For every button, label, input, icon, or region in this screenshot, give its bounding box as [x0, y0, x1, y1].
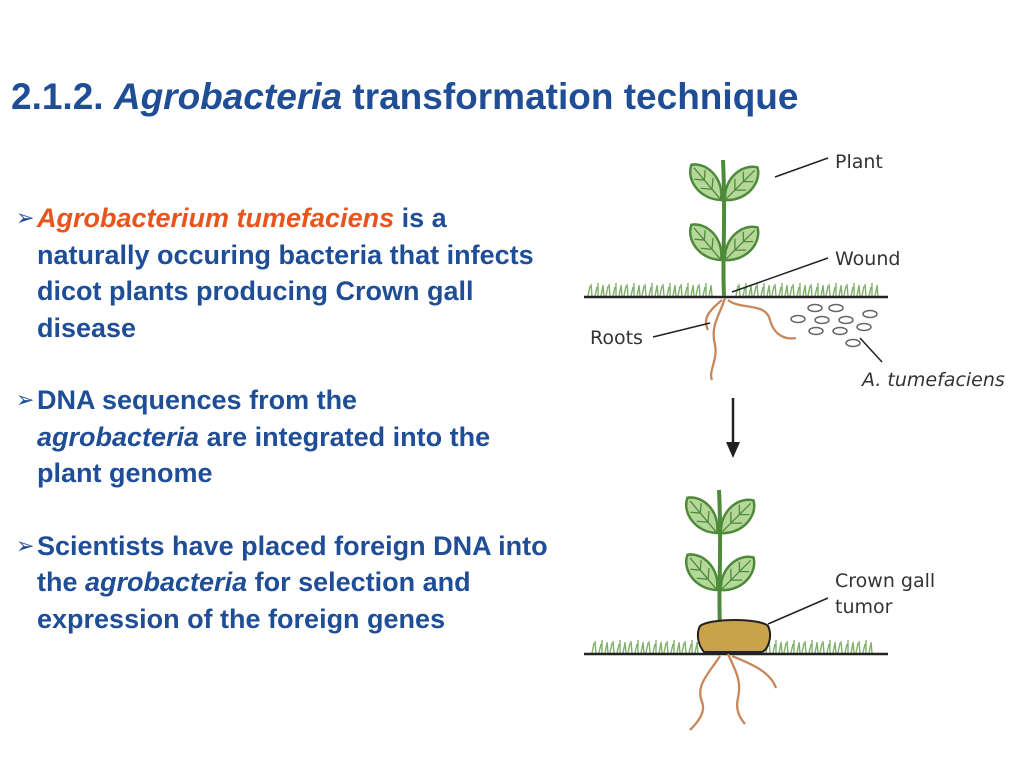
label-wound: Wound — [835, 248, 900, 270]
stem — [721, 159, 727, 297]
bacteria-cells — [790, 303, 878, 348]
healthy-plant: Plant Wound Roots A. tumefaciens — [584, 151, 1005, 391]
label-roots: Roots — [590, 327, 643, 349]
bullet-list: ➢ Agrobacterium tumefaciens is a natural… — [16, 200, 556, 673]
crown-gall-tumor — [696, 619, 772, 653]
arrow-bullet-icon: ➢ — [16, 205, 35, 230]
label-crown-gall: Crown gall — [835, 570, 935, 592]
bullet-item-1: ➢ Agrobacterium tumefaciens is a natural… — [16, 200, 557, 346]
grass — [587, 282, 879, 297]
roots — [689, 653, 778, 731]
bullet-item-2: ➢ DNA sequences from the agrobacteria ar… — [16, 382, 507, 492]
bullet-text-end: for selection and expression of the fore… — [37, 567, 471, 634]
roots — [704, 297, 797, 381]
arrow-bullet-icon: ➢ — [16, 387, 35, 412]
bullet-item-3: ➢ Scientists have placed foreign DNA int… — [16, 528, 557, 638]
infected-plant: Crown gall tumor — [584, 489, 935, 731]
bullet-text: is a naturally occuring bacteria that in… — [37, 203, 534, 343]
title-number: 2.1.2. — [11, 76, 104, 117]
leader-lines — [652, 157, 883, 363]
bullet-text: Scientists have placed foreign DNA into … — [37, 530, 548, 598]
agrobacterium-diagram: Plant Wound Roots A. tumefaciens Crown g… — [584, 151, 1005, 731]
transition-arrow — [726, 398, 740, 458]
bullet-highlight: Agrobacterium tumefaciens — [37, 203, 395, 233]
stem — [717, 489, 723, 627]
label-plant: Plant — [835, 151, 883, 173]
bullet-text: DNA sequences from the — [37, 385, 358, 415]
bullet-text-end: are integrated into the plant genome — [37, 421, 491, 489]
bullet-italic: agrobacteria — [85, 567, 248, 597]
bullet-italic: agrobacteria — [37, 421, 200, 452]
label-tumor: tumor — [835, 596, 893, 618]
title-italic: Agrobacteria — [113, 76, 343, 117]
slide-title: 2.1.2. Agrobacteria transformation techn… — [11, 76, 798, 118]
title-rest: transformation technique — [352, 76, 799, 117]
arrow-bullet-icon: ➢ — [16, 532, 35, 558]
label-bacteria: A. tumefaciens — [860, 369, 1005, 391]
leader-line — [767, 597, 829, 625]
